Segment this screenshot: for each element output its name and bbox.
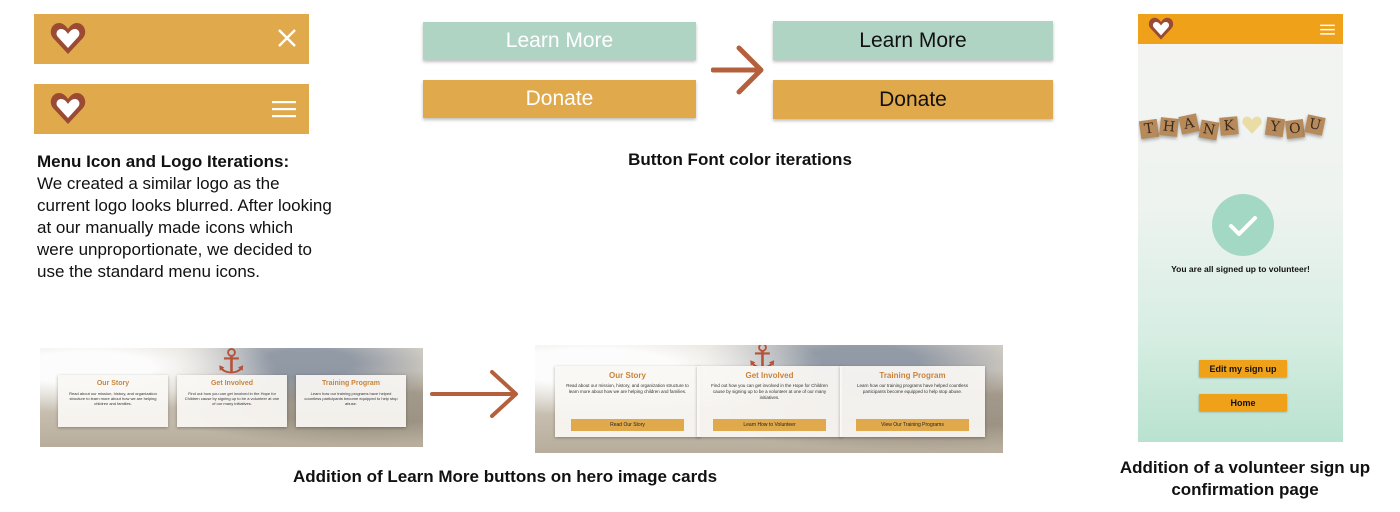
donate-button-after[interactable]: Donate: [773, 80, 1053, 119]
learn-how-to-volunteer-button[interactable]: Learn How to Volunteer: [713, 419, 826, 431]
letter-block: N: [1198, 119, 1220, 141]
heart-logo-icon: [1148, 17, 1174, 40]
menu-iteration-caption: Menu Icon and Logo Iterations: We create…: [37, 151, 332, 283]
card-title: Training Program: [322, 380, 380, 387]
letter-block: Y: [1264, 116, 1286, 138]
hero-card: Get Involved Find out how you can get in…: [697, 366, 842, 437]
card-title: Our Story: [609, 371, 646, 380]
letter-block: T: [1138, 118, 1160, 140]
read-our-story-button[interactable]: Read Our Story: [571, 419, 684, 431]
confirmation-page-caption: Addition of a volunteer sign up confirma…: [1119, 458, 1371, 499]
button-iteration-caption: Button Font color iterations: [628, 150, 852, 169]
hero-image-before: ⚓ Our Story Read about our mission, hist…: [40, 348, 423, 447]
hero-card: Our Story Read about our mission, histor…: [58, 375, 168, 427]
card-body: Find out how you can get involved in the…: [184, 391, 280, 406]
heart-icon: [1242, 116, 1262, 134]
letter-block: K: [1219, 116, 1239, 136]
header-bar-close: [34, 14, 309, 64]
heart-logo-icon: [50, 23, 86, 54]
card-body: Learn how our training programs have hel…: [856, 383, 969, 394]
hero-card: Training Program Learn how our training …: [296, 375, 406, 427]
learn-more-button-before[interactable]: Learn More: [423, 22, 696, 60]
confirmation-page-mockup: T H A N K Y O U You are all signed up to…: [1138, 14, 1343, 442]
hero-card: Our Story Read about our mission, histor…: [555, 366, 700, 437]
letter-block: H: [1159, 117, 1179, 137]
right-arrow-icon: [711, 45, 764, 95]
card-body: Read about our mission, history, and org…: [69, 391, 157, 406]
card-title: Get Involved: [210, 380, 253, 387]
hamburger-menu-icon[interactable]: [1320, 24, 1335, 35]
hamburger-menu-icon[interactable]: [272, 100, 296, 118]
right-arrow-icon: [430, 370, 518, 418]
heart-logo-icon: [50, 93, 86, 124]
card-body: Read about our mission, history, and org…: [566, 383, 689, 394]
hero-cards-caption: Addition of Learn More buttons on hero i…: [292, 467, 718, 486]
card-title: Training Program: [879, 371, 946, 380]
card-title: Get Involved: [745, 371, 794, 380]
card-body: Find out how you can get involved in the…: [711, 383, 828, 400]
edit-my-sign-up-button[interactable]: Edit my sign up: [1199, 360, 1287, 377]
close-icon[interactable]: [277, 28, 297, 48]
donate-button-before[interactable]: Donate: [423, 80, 696, 118]
card-body: Learn how our training programs have hel…: [304, 391, 398, 406]
hero-card: Training Program Learn how our training …: [840, 366, 985, 437]
checkmark-circle-icon: [1212, 194, 1274, 256]
confirmation-message: You are all signed up to volunteer!: [1171, 264, 1310, 274]
header-bar-menu: [34, 84, 309, 134]
hero-image-after: ⚓ Our Story Read about our mission, hist…: [535, 345, 1003, 453]
card-title: Our Story: [96, 380, 130, 387]
letter-block: A: [1178, 113, 1200, 135]
view-our-training-programs-button[interactable]: View Our Training Programs: [856, 419, 969, 431]
hero-card: Get Involved Find out how you can get in…: [177, 375, 287, 427]
menu-caption-title: Menu Icon and Logo Iterations:: [37, 152, 290, 171]
letter-block: U: [1304, 114, 1326, 136]
home-button[interactable]: Home: [1199, 394, 1287, 411]
phone-header-bar: [1138, 14, 1343, 44]
learn-more-button-after[interactable]: Learn More: [773, 21, 1053, 60]
menu-caption-body: We created a similar logo as the current…: [37, 174, 332, 281]
letter-block: O: [1284, 118, 1306, 140]
